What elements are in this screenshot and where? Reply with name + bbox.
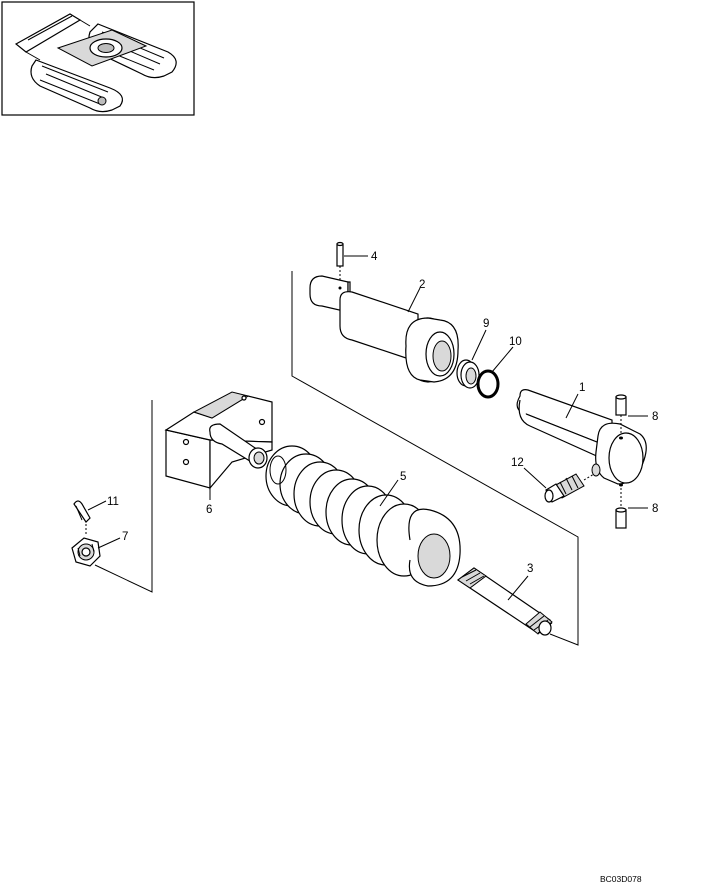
castle-nut-part-7 xyxy=(71,537,101,567)
dowel-pin-part-8-upper xyxy=(615,394,627,434)
stepped-shaft-part-2 xyxy=(309,275,459,383)
callout-label-10: 10 xyxy=(509,336,522,348)
threaded-rod-part-3 xyxy=(456,567,553,636)
callout-label-5: 5 xyxy=(400,471,406,483)
callout-label-11: 11 xyxy=(107,496,119,508)
cotter-pin-part-11 xyxy=(73,500,91,536)
roll-pin-part-4 xyxy=(336,241,344,284)
inset-undercarriage-thumbnail xyxy=(1,1,195,116)
cylinder-part-1 xyxy=(516,389,647,487)
o-ring-part-10 xyxy=(476,369,500,399)
dowel-pin-part-8-lower xyxy=(615,488,627,529)
callout-labels: 4 2 9 10 1 8 12 5 11 8 6 7 3 xyxy=(107,251,658,575)
callout-label-4: 4 xyxy=(371,251,378,263)
callout-label-2: 2 xyxy=(419,279,425,291)
callout-label-3: 3 xyxy=(527,563,533,575)
callout-label-12: 12 xyxy=(511,457,524,469)
callout-label-6: 6 xyxy=(206,504,212,516)
assembly-frame-lines xyxy=(94,271,579,646)
bracket-block-part-6 xyxy=(164,391,273,490)
grease-fitting-part-12 xyxy=(544,473,595,503)
callout-label-8-lower: 8 xyxy=(652,503,658,515)
coil-spring-part-5 xyxy=(265,445,461,587)
leader-lines xyxy=(87,255,648,601)
callout-label-1: 1 xyxy=(579,382,585,394)
callout-label-7: 7 xyxy=(122,531,128,543)
bearing-ring-part-9 xyxy=(456,359,480,389)
callout-label-8-upper: 8 xyxy=(652,411,658,423)
callout-label-9: 9 xyxy=(483,318,489,330)
reference-code: BC03D078 xyxy=(600,874,642,884)
